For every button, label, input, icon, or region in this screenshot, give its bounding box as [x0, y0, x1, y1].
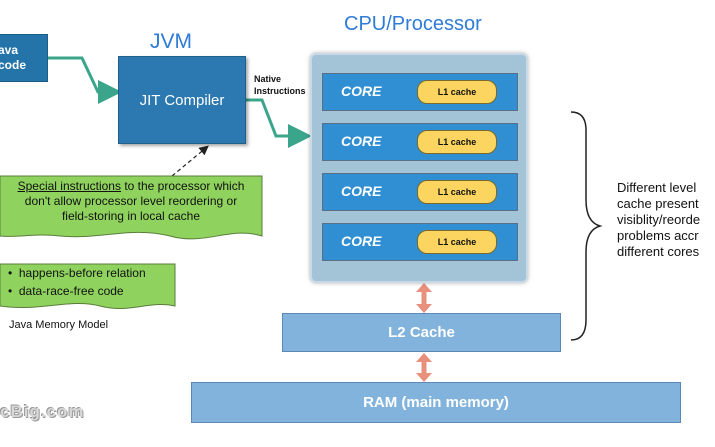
side-note-line: different cores — [617, 244, 700, 259]
watermark-logo: cBig.com — [0, 402, 85, 421]
core-label: CORE — [341, 183, 382, 199]
core-row: CORE L1 cache — [322, 173, 518, 211]
bytecode-line-1: ava — [0, 43, 19, 57]
special-line-2: don't allow processor level reordering o… — [24, 194, 238, 208]
core-label: CORE — [341, 133, 382, 149]
side-note-line: visiblity/reorde — [617, 212, 701, 227]
side-note-line: problems accr — [617, 228, 699, 243]
list-item: • happens-before relation — [8, 266, 146, 280]
cpu-title: CPU/Processor — [344, 13, 482, 35]
jit-compiler-box: JIT Compiler — [118, 56, 246, 144]
l1-cache: L1 cache — [417, 80, 497, 104]
core-row: CORE L1 cache — [322, 223, 518, 261]
java-bytecode-box: ava code — [0, 34, 48, 82]
list-item: • data-race-free code — [8, 284, 124, 298]
jit-to-cpu-arrow — [246, 98, 312, 148]
special-instructions-note: Special instructions to the processor wh… — [0, 176, 262, 224]
special-line-1-rest: to the processor which — [120, 179, 245, 193]
core-label: CORE — [341, 83, 382, 99]
l2-cache-box: L2 Cache — [282, 313, 561, 352]
special-line-3: field-storing in local cache — [61, 209, 201, 223]
native-instructions-label: Native Instructions — [254, 73, 306, 97]
native-line-2: Instructions — [254, 86, 306, 96]
l1-cache: L1 cache — [417, 130, 497, 154]
l2-cache-label: L2 Cache — [388, 324, 455, 341]
ram-label: RAM (main memory) — [363, 394, 509, 411]
side-note-line: Different level — [617, 180, 697, 195]
core-row: CORE L1 cache — [322, 123, 518, 161]
bytecode-line-2: code — [0, 58, 27, 72]
cache-visibility-note: Different level cache present visiblity/… — [617, 180, 715, 260]
core-label: CORE — [341, 233, 382, 249]
bytecode-to-jit-arrow — [48, 56, 122, 104]
right-curly-brace — [570, 111, 603, 341]
core-row: CORE L1 cache — [322, 73, 518, 111]
special-instructions-note-shape — [0, 175, 263, 240]
l2-ram-double-arrow — [416, 353, 432, 382]
special-instructions-underlined: Special instructions — [17, 179, 121, 193]
cpu-l2-double-arrow — [416, 283, 432, 313]
memory-model-note-shape — [0, 263, 176, 309]
side-note-line: cache present — [617, 196, 699, 211]
native-line-1: Native — [254, 74, 282, 84]
jit-compiler-label: JIT Compiler — [139, 91, 225, 109]
note-to-jit-dashed-arrow — [171, 145, 209, 177]
l1-cache: L1 cache — [417, 180, 497, 204]
java-memory-model-label: Java Memory Model — [9, 319, 109, 331]
ram-box: RAM (main memory) — [191, 382, 681, 423]
l1-cache: L1 cache — [417, 230, 497, 254]
jvm-title: JVM — [150, 30, 192, 53]
cpu-box: CORE L1 cache CORE L1 cache CORE L1 cach… — [310, 53, 528, 283]
memory-model-list: • happens-before relation • data-race-fr… — [2, 264, 172, 300]
